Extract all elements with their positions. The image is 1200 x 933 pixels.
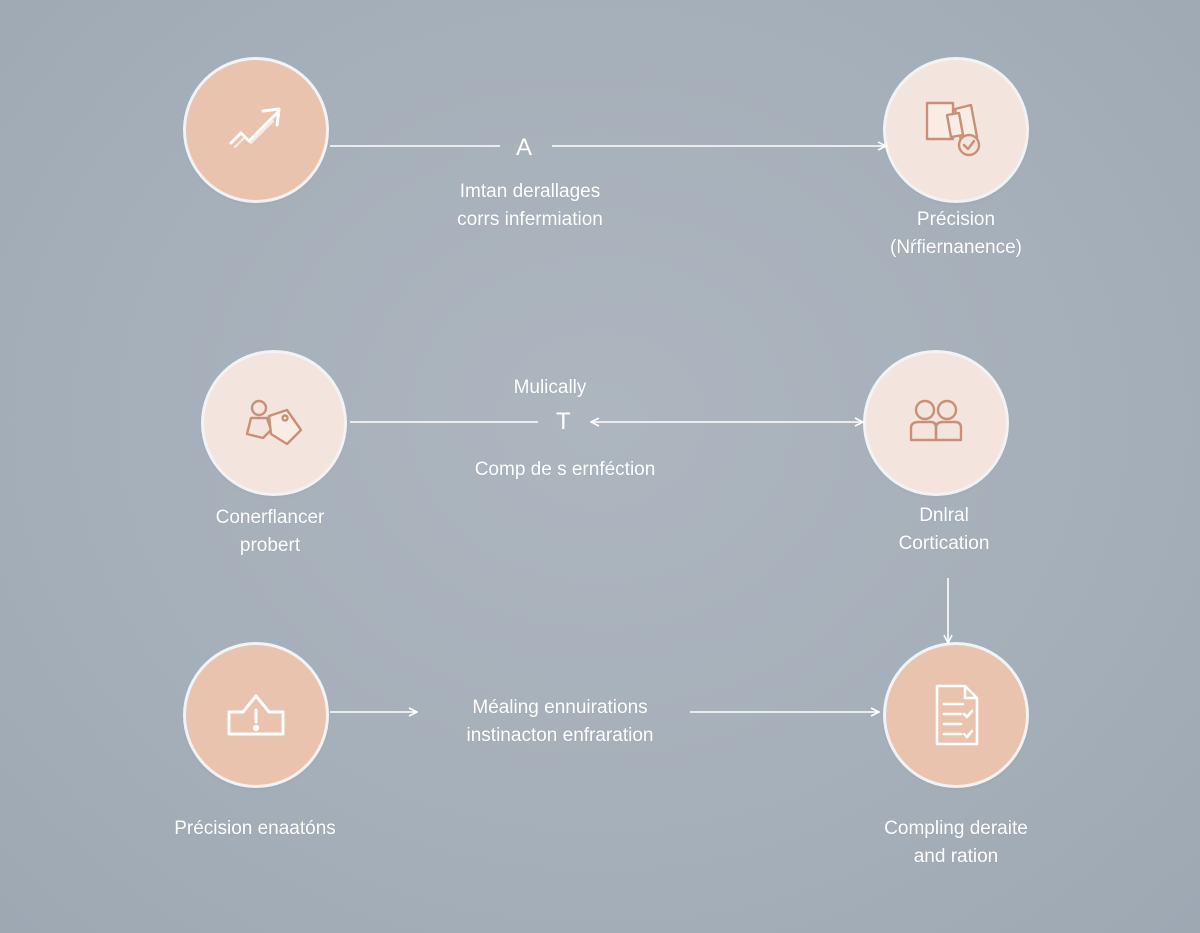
node-bottom-left	[186, 645, 326, 785]
documents-check-icon	[925, 101, 981, 157]
top-connector-letter: A	[516, 134, 533, 161]
middle-connector-heading: Mulically	[513, 377, 587, 398]
top-connector-caption-line-1: Imtan derallages	[459, 181, 601, 202]
node-mid-right-label-line-2: Cortication	[898, 533, 990, 554]
node-mid-left-label-line-1: Conerflancer	[215, 507, 325, 528]
node-bottom-right-label-line-2: and ration	[913, 846, 999, 867]
node-top-right	[886, 60, 1026, 200]
node-bottom-right-label: Compling deraite and ration	[846, 815, 1066, 871]
node-top-right-label-line-2: (Nŕfiernanence)	[890, 237, 1022, 258]
node-mid-left-label: Conerflancer probert	[170, 504, 370, 560]
bottom-connector-caption-line-1: Méaling ennuirations	[472, 697, 648, 718]
checklist-document-icon	[935, 684, 979, 746]
warning-box-icon	[227, 694, 285, 736]
node-mid-right	[866, 353, 1006, 493]
node-bottom-right	[886, 645, 1026, 785]
tag-people-icon	[245, 399, 303, 446]
node-mid-left-label-line-2: probert	[239, 535, 301, 556]
node-top-right-label-line-1: Précision	[916, 209, 996, 230]
node-mid-left	[204, 353, 344, 493]
bottom-connector-caption-line-2: instinacton enfraration	[466, 725, 654, 746]
bottom-connector-caption: Méaling ennuirations instinacton enfrara…	[420, 694, 700, 750]
top-connector-caption: Imtan derallages corrs infermiation	[420, 178, 640, 234]
top-connector-caption-line-2: corrs infermiation	[457, 209, 603, 230]
people-group-icon	[909, 399, 963, 442]
node-bottom-right-label-line-1: Compling deraite	[884, 818, 1028, 839]
node-mid-right-label: Dnlral Cortication	[844, 502, 1044, 558]
node-top-left	[186, 60, 326, 200]
node-bottom-left-label: Précision enaatóns	[135, 815, 375, 843]
middle-connector-letter: T	[556, 408, 571, 435]
middle-connector-caption: Comp de s ernféction	[474, 459, 656, 480]
node-mid-right-label-line-1: Dnlral	[919, 505, 969, 526]
trend-arrow-icon	[229, 107, 281, 148]
node-bottom-left-label-line-1: Précision enaatóns	[174, 818, 336, 839]
node-top-right-label: Précision (Nŕfiernanence)	[856, 206, 1056, 262]
